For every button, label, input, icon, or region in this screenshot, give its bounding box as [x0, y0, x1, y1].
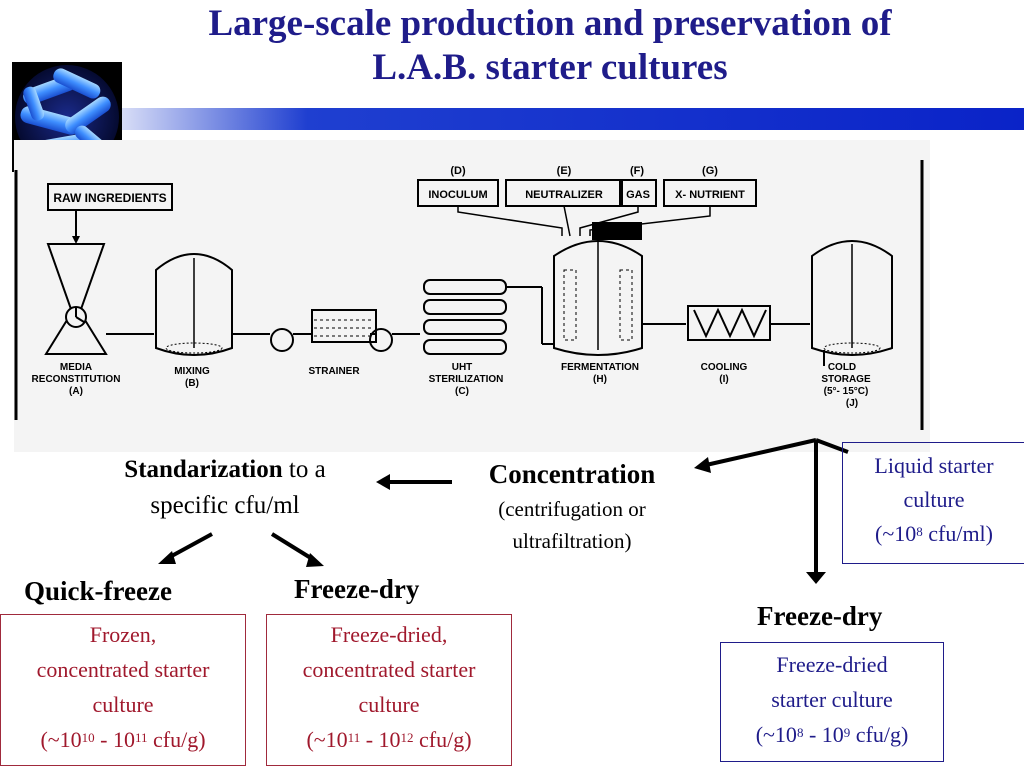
neutralizer-letter: (E) [557, 165, 572, 177]
standardization-label: Standarization [124, 456, 283, 483]
raw-ingredients-box [47, 183, 173, 211]
fdc-line2: concentrated starter [302, 657, 476, 682]
frozen-line3: culture [92, 692, 154, 717]
arrow-left-icon-2 [376, 474, 390, 490]
liquid-line1: Liquid starter [874, 453, 994, 478]
cooling-label-1: COOLING [701, 362, 748, 373]
standardization-rest: to a [282, 456, 326, 483]
uht-label-3: (C) [455, 386, 469, 397]
media-reconstitution-label-2: RECONSTITUTION [32, 374, 121, 385]
cold-storage-label-3: (5°- 15°C) [824, 386, 869, 397]
raw-ingredients-label: RAW INGREDIENTS [53, 191, 166, 205]
production-flow-diagram: RAW INGREDIENTS [14, 160, 924, 430]
concentration-line3: ultrafiltration) [512, 529, 632, 553]
liquid-line2: culture [903, 487, 965, 512]
standardization-text: Standarization to a specific cfu/ml [60, 452, 390, 524]
cold-storage-label-1: COLD [828, 362, 856, 373]
neutralizer-label: NEUTRALIZER [525, 189, 603, 201]
frozen-line1: Frozen, [89, 622, 157, 647]
uht-label-1: UHT [452, 362, 473, 373]
cooling-label-2: (I) [719, 374, 728, 385]
fd-concentration: (~108 - 109 cfu/g) [755, 722, 909, 747]
fermentation-label-1: FERMENTATION [561, 362, 639, 373]
frozen-culture-box: Frozen, concentrated starter culture (~1… [0, 614, 246, 766]
arrow-down-left-icon [158, 551, 176, 564]
fd-line2: starter culture [771, 687, 893, 712]
fdc-concentration: (~1011 - 1012 cfu/g) [306, 727, 472, 752]
gas-label: GAS [626, 189, 650, 201]
fdc-line3: culture [358, 692, 420, 717]
media-reconstitution-label-3: (A) [69, 386, 83, 397]
quick-freeze-label: Quick-freeze [24, 576, 172, 606]
title-line-1: Large-scale production and preservation … [208, 3, 892, 44]
inoculum-label: INOCULUM [428, 189, 487, 201]
slide-title: Large-scale production and preservation … [100, 2, 1000, 90]
title-line-2: L.A.B. starter cultures [372, 47, 728, 88]
cold-storage-label-4: (J) [846, 398, 858, 409]
nutrient-letter: (G) [702, 165, 718, 177]
strainer-label: STRAINER [308, 366, 360, 377]
fermentation-label-2: (H) [593, 374, 607, 385]
uht-label-2: STERILIZATION [429, 374, 504, 385]
mixing-label-1: MIXING [174, 366, 210, 377]
standardization-line2: specific cfu/ml [150, 492, 300, 519]
arrow-down-icon [806, 572, 826, 584]
concentration-title: Concentration [488, 459, 656, 489]
freeze-dried-concentrated-box: Freeze-dried, concentrated starter cultu… [266, 614, 512, 766]
fd-line1: Freeze-dried [776, 652, 888, 677]
arrow-down-right-icon [306, 553, 324, 567]
freeze-dried-culture-box: Freeze-dried starter culture (~108 - 109… [720, 642, 944, 762]
freeze-dry-right-label: Freeze-dry [757, 601, 883, 631]
media-reconstitution-label-1: MEDIA [60, 362, 92, 373]
process-diagram: RAW INGREDIENTS [14, 140, 930, 452]
concentration-line2: (centrifugation or [498, 497, 646, 521]
inoculum-letter: (D) [450, 165, 466, 177]
frozen-line2: concentrated starter [36, 657, 210, 682]
freeze-dry-left-label: Freeze-dry [294, 574, 420, 604]
liquid-culture-box: Liquid starter culture (~108 cfu/ml) [842, 442, 1024, 564]
cold-storage-label-2: STORAGE [821, 374, 871, 385]
frozen-concentration: (~1010 - 1011 cfu/g) [40, 727, 206, 752]
liquid-concentration: (~108 cfu/ml) [875, 521, 993, 546]
mixing-label-2: (B) [185, 378, 199, 389]
fdc-line1: Freeze-dried, [330, 622, 448, 647]
concentration-text: Concentration (centrifugation or ultrafi… [456, 456, 688, 556]
header-bar [0, 108, 1024, 130]
nutrient-label: X- NUTRIENT [675, 189, 745, 201]
arrow-left-icon [694, 457, 711, 473]
gas-letter: (F) [630, 165, 644, 177]
